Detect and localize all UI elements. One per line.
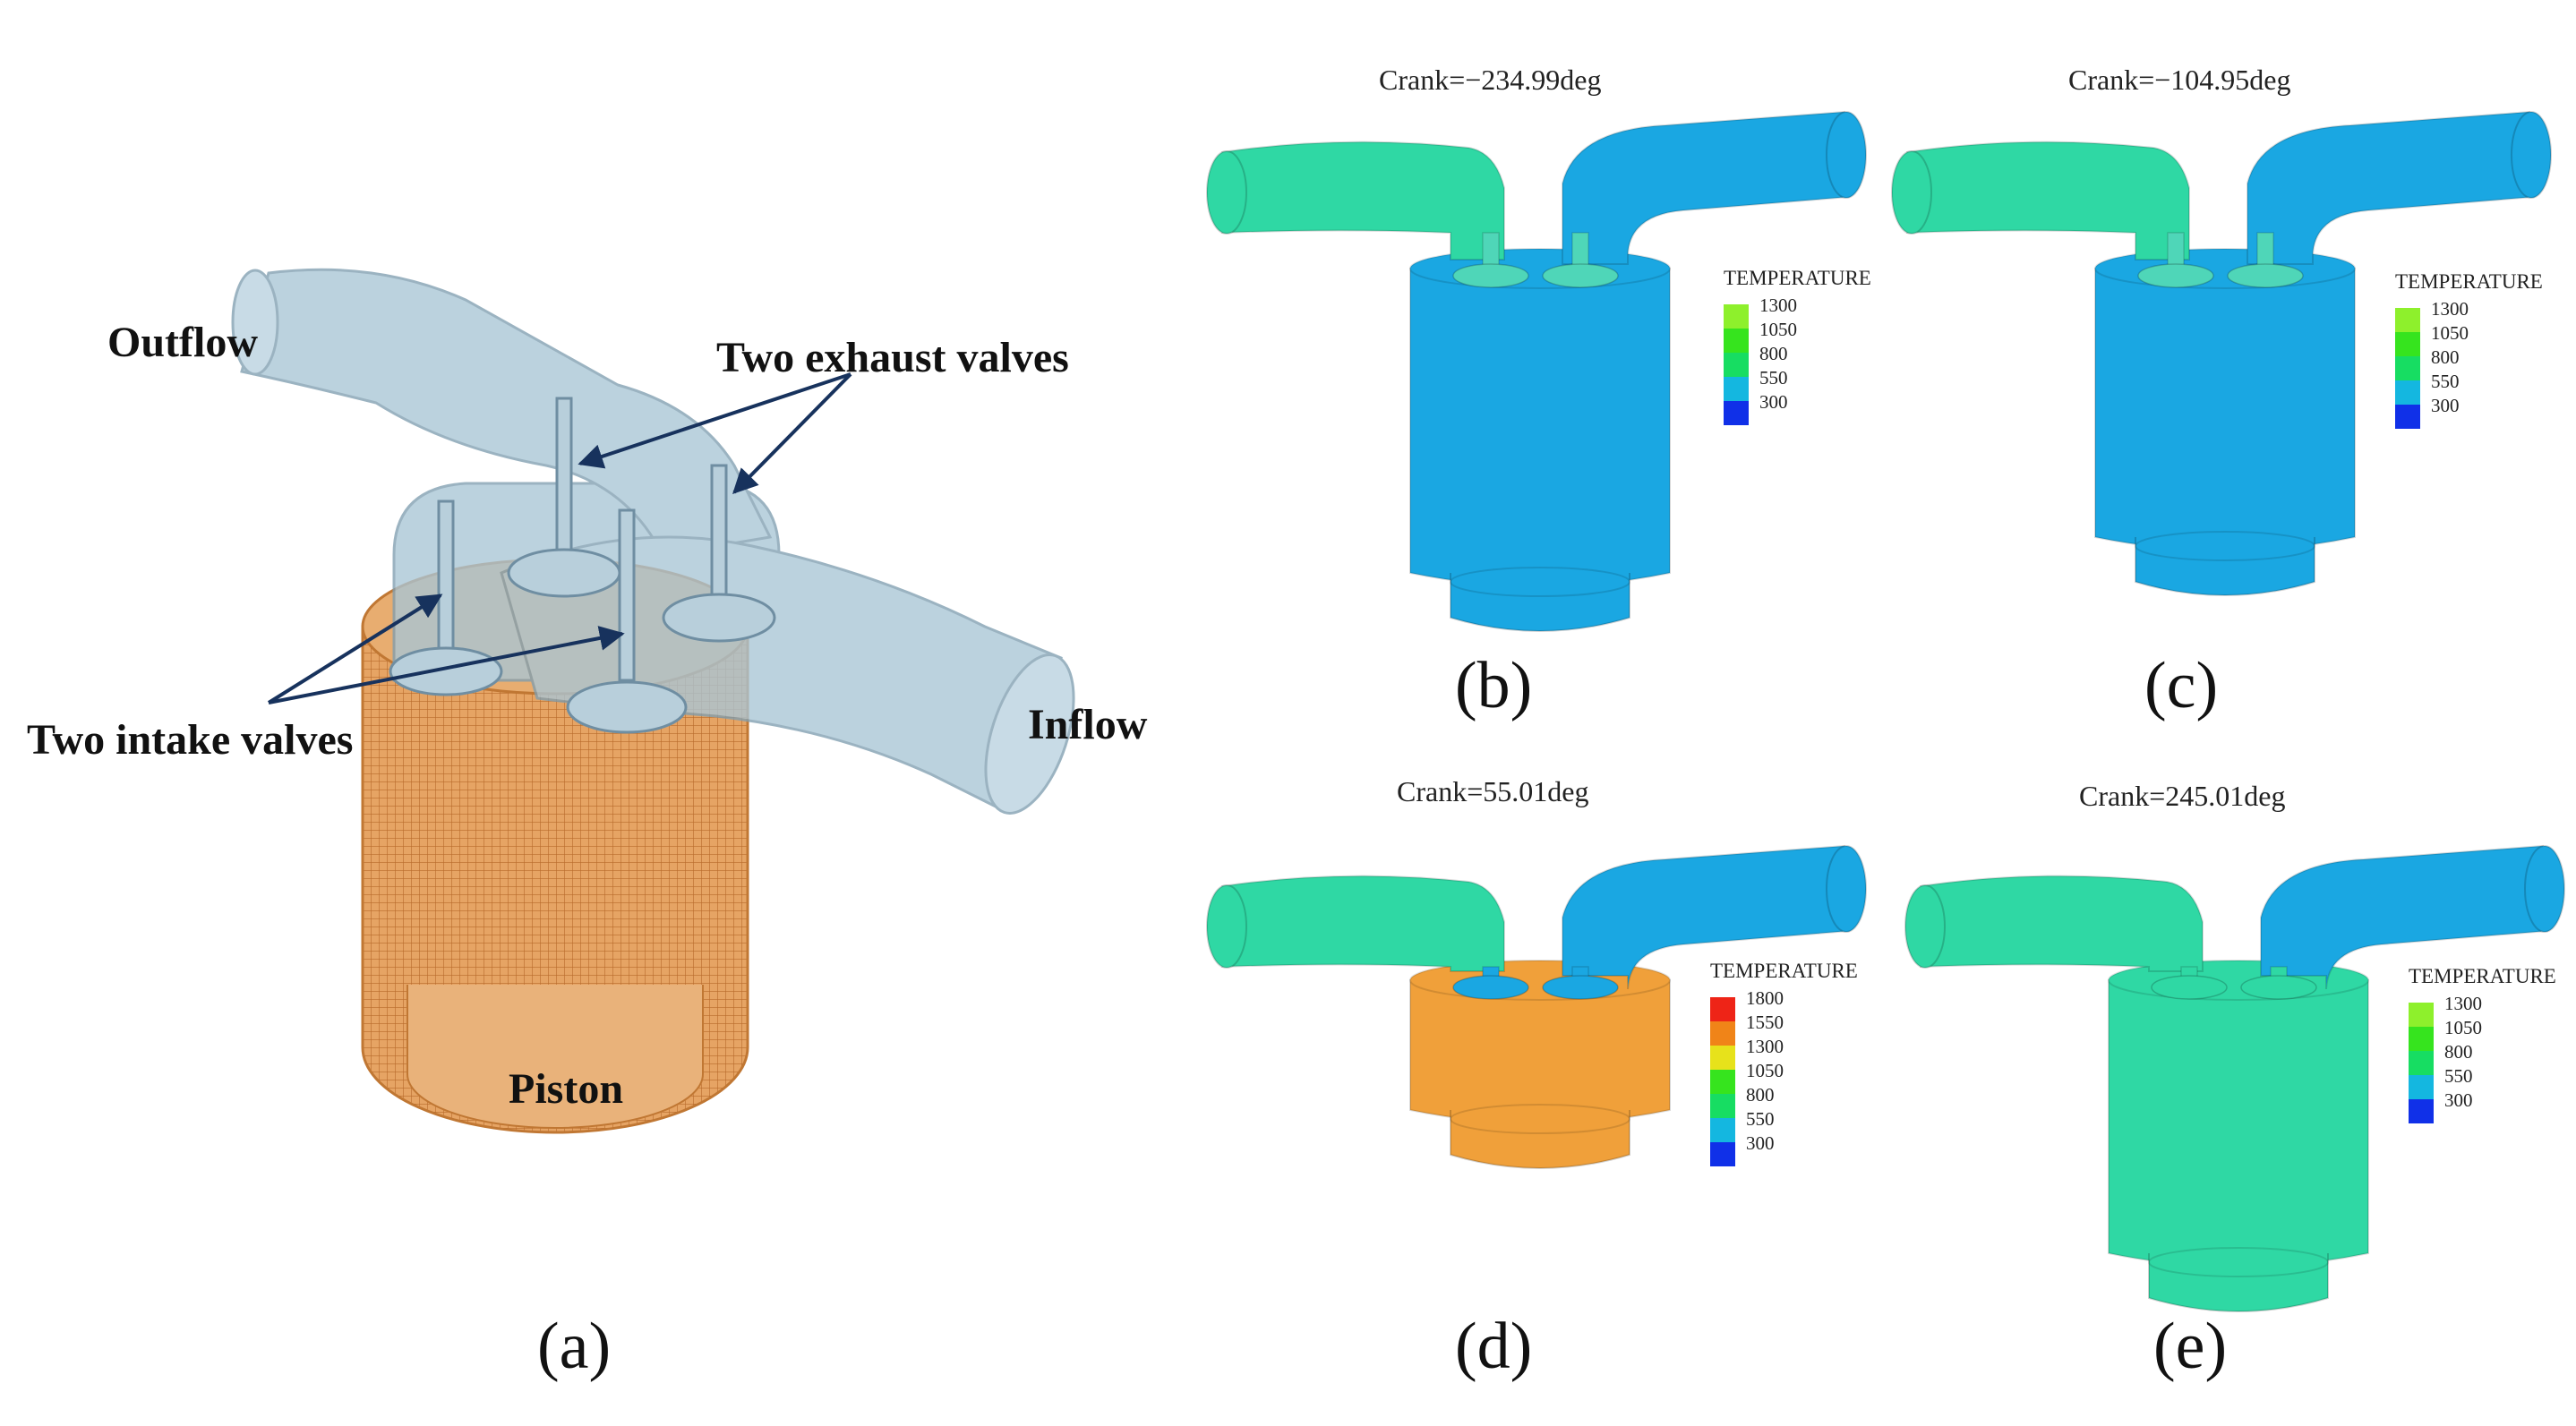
label-intake-valves: Two intake valves bbox=[27, 716, 353, 764]
legend-value: 800 bbox=[1746, 1084, 1775, 1106]
legend-value: 300 bbox=[2444, 1089, 2473, 1111]
legend-value: 300 bbox=[2431, 395, 2460, 416]
legend-swatch bbox=[1710, 997, 1735, 1021]
label-inflow: Inflow bbox=[1028, 701, 1148, 748]
legend-value: 300 bbox=[1746, 1132, 1775, 1154]
legend-swatch bbox=[1724, 304, 1749, 329]
panel-d-letter: (d) bbox=[1455, 1310, 1532, 1383]
valves bbox=[389, 397, 776, 734]
legend-swatch bbox=[1724, 329, 1749, 353]
legend-swatch bbox=[1710, 1142, 1735, 1166]
legend-value: 800 bbox=[2444, 1041, 2473, 1063]
panel-e-cylinder bbox=[2108, 960, 2369, 1312]
panel-d-right-pipe bbox=[1562, 844, 1867, 990]
legend-swatch bbox=[2395, 405, 2420, 429]
legend-swatch bbox=[2395, 356, 2420, 380]
legend-swatch bbox=[2409, 1099, 2434, 1123]
legend-swatch bbox=[2395, 380, 2420, 405]
temperature-panels: Crank=−234.99degTEMPERATURE1300105080055… bbox=[1206, 64, 2565, 1383]
panel-c-crank-label: Crank=−104.95deg bbox=[2068, 64, 2291, 96]
annotation-arrows bbox=[267, 372, 852, 704]
legend-title: TEMPERATURE bbox=[2409, 965, 2556, 987]
legend-value: 800 bbox=[1759, 343, 1788, 364]
legend-value: 800 bbox=[2431, 346, 2460, 368]
panel-c-letter: (c) bbox=[2144, 649, 2218, 722]
legend-title: TEMPERATURE bbox=[1724, 267, 1871, 289]
legend-swatch bbox=[1724, 401, 1749, 425]
legend-swatch bbox=[1710, 1118, 1735, 1142]
legend-value: 550 bbox=[1746, 1108, 1775, 1130]
panel-d-left-pipe bbox=[1206, 875, 1505, 972]
panel-b-left-pipe bbox=[1206, 141, 1505, 260]
panel-c-right-pipe bbox=[2247, 110, 2552, 265]
panel-b-right-pipe bbox=[1562, 110, 1867, 265]
legend-value: 1550 bbox=[1746, 1012, 1784, 1033]
legend-swatch bbox=[1710, 1021, 1735, 1046]
legend-title: TEMPERATURE bbox=[1710, 960, 1858, 982]
legend-value: 1050 bbox=[2431, 322, 2469, 344]
legend-value: 1050 bbox=[1746, 1060, 1784, 1081]
legend-value: 550 bbox=[2444, 1065, 2473, 1087]
panel-e-crank-label: Crank=245.01deg bbox=[2079, 780, 2285, 812]
panel-e-letter: (e) bbox=[2153, 1310, 2227, 1383]
legend-swatch bbox=[1710, 1070, 1735, 1094]
panel-e-left-pipe bbox=[1904, 875, 2204, 972]
legend-swatch bbox=[2395, 332, 2420, 356]
panel-d-crank-label: Crank=55.01deg bbox=[1397, 775, 1588, 807]
legend-value: 1300 bbox=[1746, 1036, 1784, 1057]
panel-d-cylinder bbox=[1409, 960, 1671, 1169]
panel-c-valves bbox=[2137, 232, 2304, 288]
legend-value: 1800 bbox=[1746, 987, 1784, 1009]
panel-d-valves bbox=[1452, 966, 1619, 1000]
label-exhaust-valves: Two exhaust valves bbox=[716, 334, 1069, 381]
legend-value: 550 bbox=[2431, 371, 2460, 392]
panel-b-valves bbox=[1452, 232, 1619, 288]
panel-b-cylinder bbox=[1409, 248, 1671, 632]
label-piston: Piston bbox=[509, 1065, 623, 1113]
panel-a-engine-model: Outflow Two exhaust valves Two intake va… bbox=[27, 268, 1148, 1383]
legend-value: 1300 bbox=[2444, 993, 2482, 1014]
panel-e-right-pipe bbox=[2260, 844, 2565, 990]
legend-swatch bbox=[2409, 1003, 2434, 1027]
legend-title: TEMPERATURE bbox=[2395, 270, 2543, 293]
legend-swatch bbox=[1710, 1094, 1735, 1118]
legend-value: 1300 bbox=[2431, 298, 2469, 320]
panel-a-letter: (a) bbox=[537, 1310, 611, 1383]
legend-value: 1050 bbox=[2444, 1017, 2482, 1038]
label-outflow: Outflow bbox=[107, 319, 258, 366]
legend-value: 1300 bbox=[1759, 295, 1797, 316]
legend-swatch bbox=[2409, 1075, 2434, 1099]
legend-swatch bbox=[1710, 1046, 1735, 1070]
panel-c-left-pipe bbox=[1891, 141, 2190, 260]
legend-swatch bbox=[1724, 377, 1749, 401]
legend-value: 1050 bbox=[1759, 319, 1797, 340]
panel-e-valves bbox=[2151, 966, 2317, 1000]
panel-b-crank-label: Crank=−234.99deg bbox=[1379, 64, 1602, 96]
legend-value: 550 bbox=[1759, 367, 1788, 389]
legend-swatch bbox=[2409, 1027, 2434, 1051]
panel-c-cylinder bbox=[2094, 248, 2356, 596]
panel-b-letter: (b) bbox=[1455, 649, 1532, 722]
legend-swatch bbox=[2395, 308, 2420, 332]
legend-swatch bbox=[2409, 1051, 2434, 1075]
legend-swatch bbox=[1724, 353, 1749, 377]
legend-value: 300 bbox=[1759, 391, 1788, 413]
